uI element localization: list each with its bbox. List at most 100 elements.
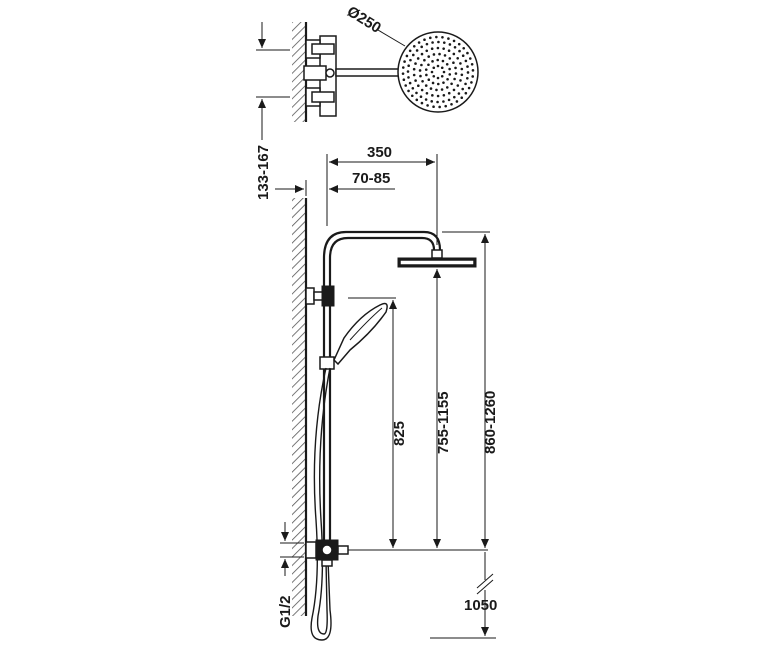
- hand-shower: [333, 302, 388, 366]
- top-shower-arm: [335, 68, 401, 77]
- nozzle-dot: [468, 57, 472, 60]
- top-mixer-knob: [325, 68, 335, 78]
- nozzle-dot: [452, 88, 456, 92]
- nozzle-dot: [417, 41, 421, 44]
- nozzle-dot: [452, 39, 456, 43]
- thread-label: G1/2: [277, 595, 294, 628]
- arm-length-label: 350: [367, 144, 392, 161]
- top-mixer-center: [303, 65, 327, 81]
- nozzle-dot: [412, 67, 416, 71]
- nozzle-dot: [438, 52, 441, 56]
- nozzle-dot: [430, 100, 434, 103]
- nozzle-dot: [444, 104, 448, 108]
- hose: [310, 367, 332, 641]
- nozzle-dot: [407, 89, 410, 93]
- nozzle-dot: [436, 58, 440, 62]
- nozzle-dot: [459, 62, 462, 65]
- column-bend-outer: [322, 230, 442, 259]
- nozzle-dot: [429, 36, 432, 40]
- side-view: G1/2 350 70-85 825 755-1155 860-1260 105…: [275, 144, 499, 641]
- side-shower-head-face: [399, 259, 475, 266]
- top-wall-hatch: [292, 22, 306, 122]
- nozzle-dot: [420, 52, 424, 56]
- hand-shower-slider: [319, 356, 335, 370]
- nozzle-dot: [427, 78, 431, 82]
- nozzle-dot: [412, 73, 416, 77]
- nozzle-dot: [460, 96, 464, 100]
- nozzle-dot: [435, 88, 438, 92]
- nozzle-dot: [410, 94, 414, 98]
- nozzle-dot: [412, 53, 415, 57]
- nozzle-dot: [409, 58, 412, 62]
- floor-dim-break-1: [476, 573, 494, 589]
- nozzle-dot: [440, 88, 444, 91]
- nozzle-dot: [453, 95, 456, 99]
- nozzle-dot: [466, 71, 470, 74]
- nozzle-dot: [452, 52, 456, 56]
- nozzle-dot: [454, 72, 458, 75]
- nozzle-dot: [423, 38, 426, 42]
- nozzle-dot: [447, 98, 451, 102]
- nozzle-dot: [419, 74, 422, 78]
- head-connector: [431, 249, 443, 259]
- hose-outlet: [321, 559, 333, 567]
- nozzle-dot: [436, 82, 440, 86]
- nozzle-dot: [452, 61, 455, 65]
- nozzle-dot: [447, 91, 451, 95]
- nozzle-dot: [425, 42, 429, 46]
- nozzle-dot: [448, 73, 452, 76]
- nozzle-dot: [436, 76, 440, 80]
- nozzle-dot: [432, 105, 435, 109]
- nozzle-dot: [407, 64, 410, 68]
- nozzle-dot: [415, 98, 419, 102]
- nozzle-dot: [464, 91, 468, 95]
- nozzle-dot: [467, 86, 471, 90]
- nozzle-dot: [456, 56, 459, 60]
- nozzle-dot: [458, 49, 461, 53]
- nozzle-dot: [420, 63, 423, 67]
- nozzle-dot: [420, 101, 424, 105]
- top-view: Ø250 133-167: [255, 3, 479, 200]
- nozzle-dot: [407, 76, 410, 79]
- nozzle-dot: [436, 94, 440, 98]
- nozzle-dot: [448, 43, 452, 46]
- nozzle-dot: [447, 37, 450, 40]
- nozzle-dot: [470, 63, 474, 66]
- nozzle-dot: [425, 92, 429, 95]
- nozzle-dot: [424, 84, 428, 87]
- nozzle-dot: [442, 100, 445, 103]
- head-diameter-label: Ø250: [344, 3, 384, 37]
- nozzle-dot: [471, 69, 475, 72]
- nozzle-dot: [430, 47, 434, 51]
- nozzle-dot: [431, 60, 434, 63]
- nozzle-dot: [466, 51, 469, 55]
- nozzle-dot: [416, 57, 420, 60]
- top-handle-lower: [311, 91, 335, 103]
- nozzle-dot: [443, 54, 447, 57]
- nozzle-dot: [423, 58, 426, 62]
- nozzle-dot: [412, 44, 416, 48]
- nozzle-dot: [455, 100, 459, 103]
- nozzle-dot: [453, 77, 456, 81]
- nozzle-dot: [430, 70, 434, 74]
- nozzle-dot: [457, 42, 461, 46]
- column-bend-inner: [328, 236, 436, 259]
- nozzle-dot: [453, 46, 457, 49]
- nozzle-dot: [470, 81, 473, 84]
- nozzle-dot: [431, 94, 434, 97]
- mixer-handle: [337, 545, 349, 555]
- nozzle-dot: [414, 79, 417, 82]
- top-handle-upper: [311, 43, 335, 55]
- nozzle-dot: [424, 98, 428, 101]
- nozzle-dot: [420, 88, 424, 92]
- nozzle-dot: [446, 77, 449, 81]
- nozzle-dot: [432, 74, 436, 78]
- nozzle-dot: [424, 68, 428, 71]
- mixer-knob: [321, 544, 333, 556]
- mixer-wall-plate: [305, 541, 317, 559]
- nozzle-dot: [466, 76, 469, 80]
- floor-dim-break-2: [476, 579, 494, 595]
- nozzle-dot: [408, 49, 412, 53]
- nozzle-dot: [425, 49, 429, 53]
